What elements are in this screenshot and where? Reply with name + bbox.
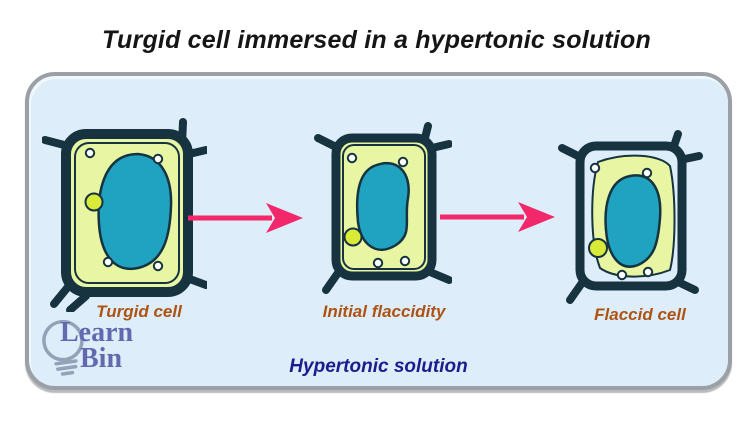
chloroplast (588, 238, 608, 258)
organelle-dot (399, 255, 411, 267)
chloroplast (84, 192, 104, 212)
plant-cell-flaccid (558, 130, 703, 304)
logo-text-bin: Bin (80, 343, 123, 374)
cell-wall-extension (66, 292, 90, 312)
vacuole (355, 161, 410, 251)
arrow-right-icon (188, 203, 303, 233)
learnbin-logo: Learn Bin (38, 314, 168, 386)
organelle-dot (372, 257, 384, 269)
diagram-title: Turgid cell immersed in a hypertonic sol… (102, 26, 651, 54)
arrow-right-icon (440, 202, 555, 232)
organelle-dot (616, 269, 628, 281)
organelle-dot (641, 167, 653, 179)
stage-label-turgid-cell: Turgid cell (96, 302, 182, 321)
plasma-membrane (74, 142, 180, 284)
logo-text-learn: Learn (60, 317, 134, 348)
plant-cell-turgid (42, 118, 207, 312)
stage-label-initial-flaccidity: Initial flaccidity (322, 302, 446, 321)
organelle-dot (589, 162, 601, 174)
organelle-dot (346, 152, 358, 164)
organelle-dot (84, 147, 96, 159)
organelle-dot (152, 260, 164, 272)
organelle-dot (152, 153, 164, 165)
plant-cell-initial-flaccidity (314, 122, 452, 294)
solution-label: Hypertonic solution (289, 356, 468, 377)
organelle-dot (102, 256, 114, 268)
organelle-dot (397, 156, 409, 168)
cell-wall-extension (426, 268, 452, 284)
vacuole (604, 174, 662, 268)
stage-label-flaccid-cell: Flaccid cell (594, 305, 686, 324)
plasma-membrane (342, 144, 426, 270)
organelle-dot (642, 266, 654, 278)
chloroplast (343, 227, 363, 247)
vacuole (97, 152, 173, 271)
lightbulb-icon (42, 319, 84, 376)
